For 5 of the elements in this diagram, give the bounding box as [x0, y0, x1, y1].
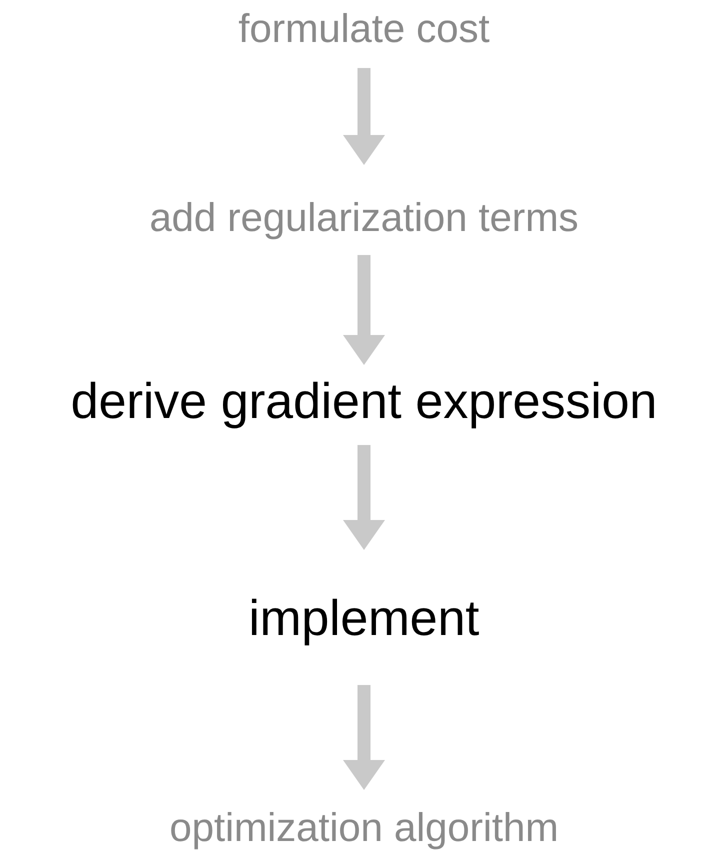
step-label: derive gradient expression — [70, 365, 658, 445]
step-label: formulate cost — [238, 6, 490, 68]
step-label: implement — [248, 550, 480, 685]
step-label: optimization algorithm — [169, 790, 559, 848]
step-label: add regularization terms — [149, 165, 579, 255]
